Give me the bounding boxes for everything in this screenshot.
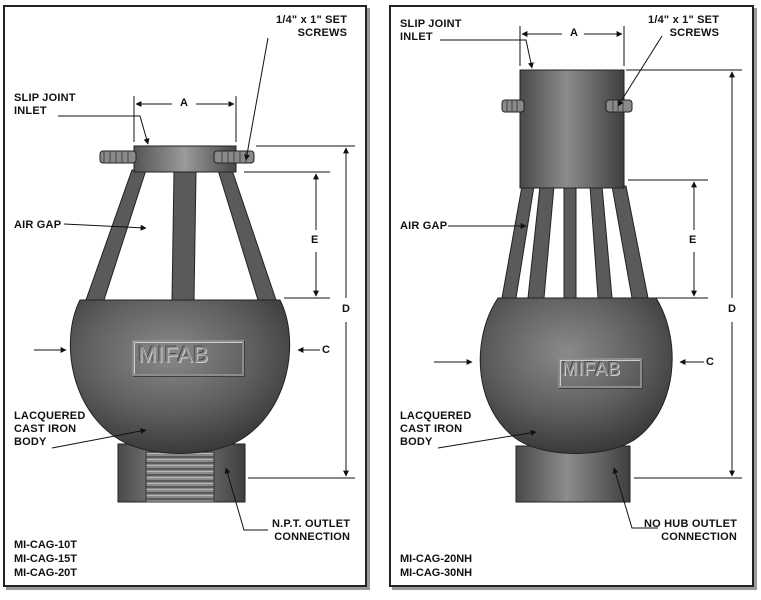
model-number: MI-CAG-30NH: [400, 567, 473, 579]
dim-c-label: C: [706, 356, 714, 368]
left-panel-frame: [3, 5, 367, 587]
body-label: LACQUERED CAST IRON BODY: [400, 410, 472, 448]
outlet-label: NO HUB OUTLET CONNECTION: [644, 518, 738, 543]
slip-joint-inlet-pipe: [519, 69, 625, 189]
right-leaders: [437, 35, 663, 529]
left-drawing: [34, 37, 355, 531]
air-gap-struts: [501, 185, 649, 299]
mifab-logo-frame: [132, 340, 244, 376]
left-leaders: [51, 37, 269, 531]
dim-d-lines: [626, 69, 742, 479]
cast-iron-body: [69, 299, 291, 454]
set-screw-right: [605, 99, 633, 113]
right-diagram-panel: MIFAB 1/4" x 1" SET SCREWS SLIP JOINT IN…: [386, 0, 756, 592]
mifab-logo: MIFAB: [138, 342, 210, 367]
dim-e-lines: [628, 179, 708, 299]
dim-a-lines: [519, 26, 625, 66]
model-number: MI-CAG-10T: [14, 539, 77, 551]
right-panel-frame: [389, 5, 754, 587]
dim-e-lines: [244, 171, 330, 299]
dim-e-label: E: [689, 234, 697, 246]
air-gap-label: AIR GAP: [400, 220, 448, 232]
slip-joint-inlet-label: SLIP JOINT INLET: [14, 92, 76, 117]
body-label: LACQUERED CAST IRON BODY: [14, 410, 86, 448]
model-number: MI-CAG-15T: [14, 553, 77, 565]
dim-d-lines: [248, 145, 355, 479]
dim-a-lines: [133, 96, 237, 142]
right-drawing: [434, 26, 742, 529]
set-screw-left: [501, 99, 525, 113]
right-model-list: MI-CAG-20NH MI-CAG-30NH: [400, 552, 472, 580]
air-gap-struts: [85, 169, 277, 301]
left-model-list: MI-CAG-10T MI-CAG-15T MI-CAG-20T: [14, 538, 77, 580]
dim-d-label: D: [728, 303, 736, 315]
model-number: MI-CAG-20T: [14, 567, 77, 579]
cast-iron-body: [479, 297, 673, 454]
left-diagram-panel: MIFAB 1/4" x 1" SET SCREWS SLIP JOINT IN…: [0, 0, 370, 592]
dim-a-label: A: [570, 27, 578, 39]
air-gap-label: AIR GAP: [14, 219, 62, 231]
set-screw-right: [213, 150, 255, 164]
dim-a-label: A: [180, 97, 188, 109]
mifab-logo-frame: [558, 358, 642, 388]
dim-e-label: E: [311, 234, 319, 246]
outlet-label: N.P.T. OUTLET CONNECTION: [272, 518, 351, 543]
mifab-logo: MIFAB: [562, 359, 622, 379]
set-screws-label: 1/4" x 1" SET SCREWS: [648, 14, 720, 39]
model-number: MI-CAG-20NH: [400, 553, 473, 565]
set-screws-label: 1/4" x 1" SET SCREWS: [276, 14, 348, 39]
dim-c-label: C: [322, 344, 330, 356]
set-screw-left: [99, 150, 137, 164]
dim-d-label: D: [342, 303, 350, 315]
slip-joint-inlet-label: SLIP JOINT INLET: [400, 18, 462, 43]
no-hub-outlet: [515, 445, 631, 503]
